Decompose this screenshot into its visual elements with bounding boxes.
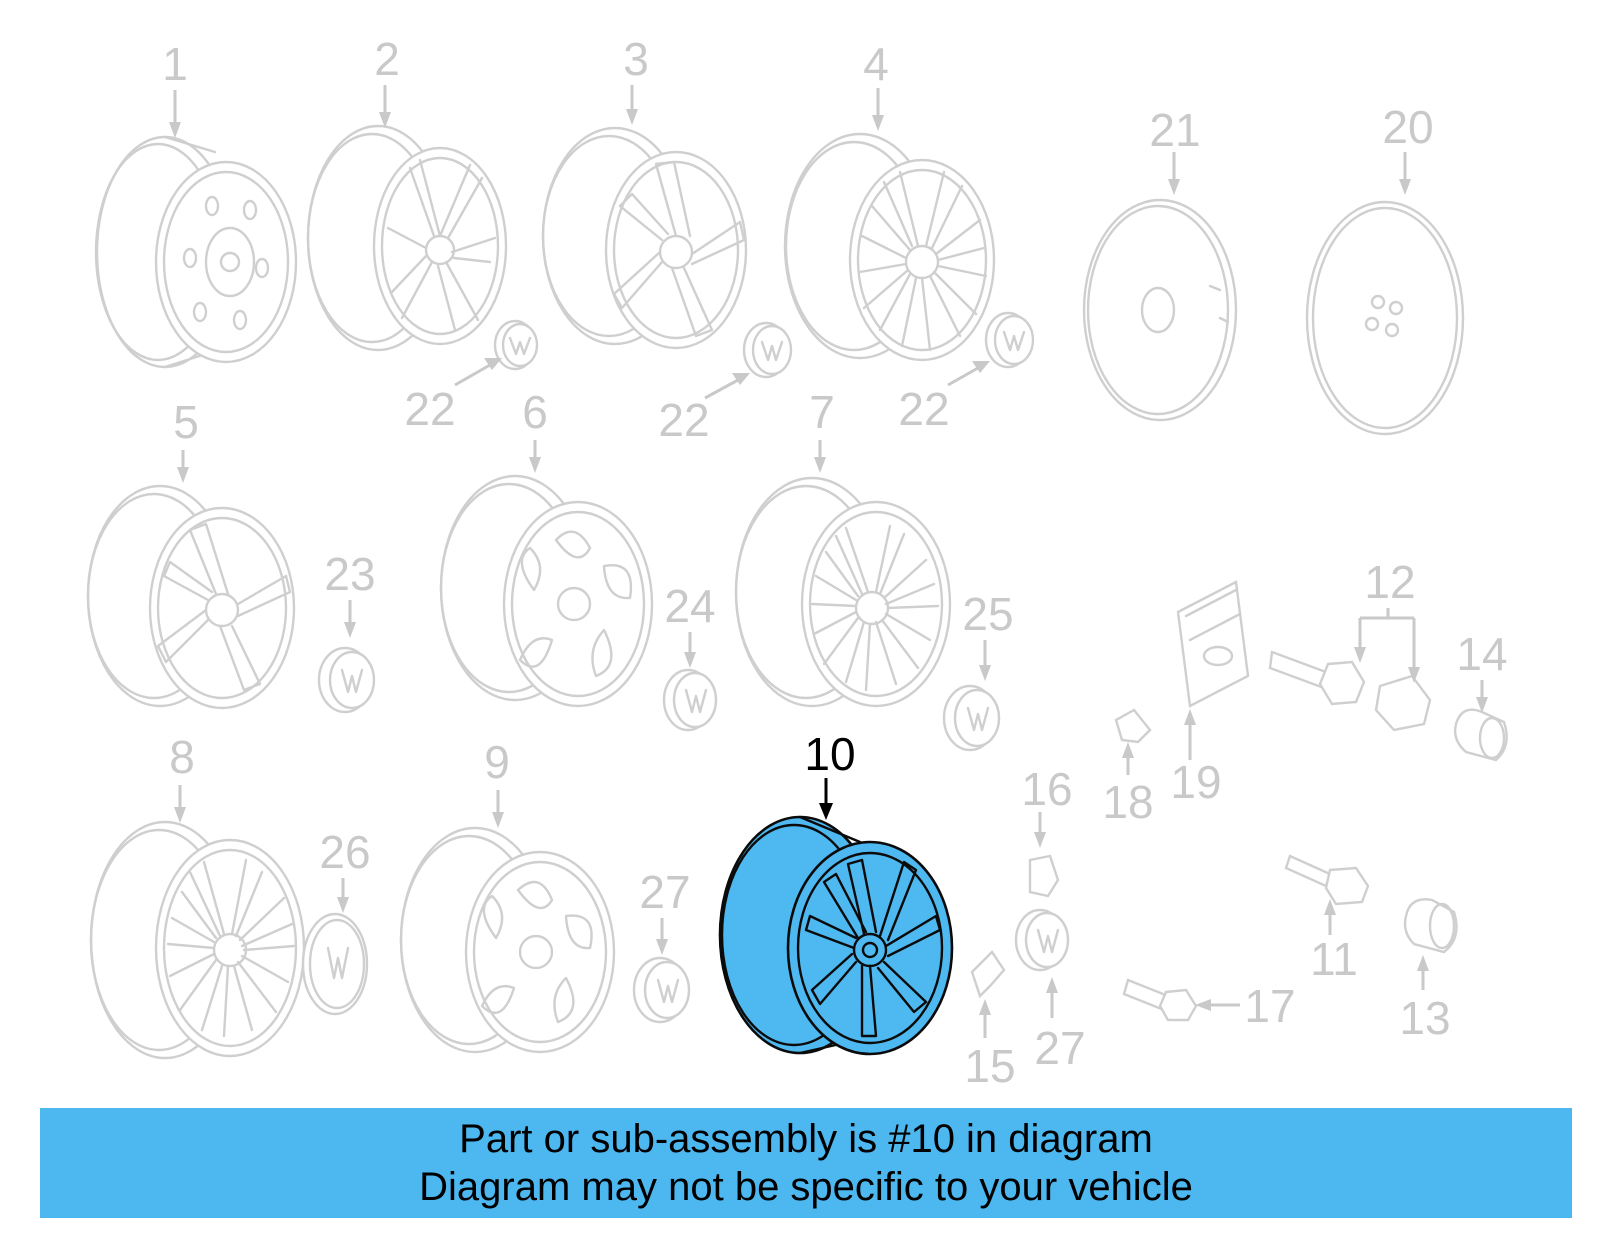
callout-7[interactable]: 7: [809, 386, 835, 438]
callout-4[interactable]: 4: [863, 38, 889, 90]
wheel-3-drawing[interactable]: [541, 126, 748, 350]
part-12-valve-drawing[interactable]: [1268, 650, 1432, 732]
center-cap-22-c[interactable]: [984, 311, 1035, 369]
callout-1[interactable]: 1: [162, 38, 188, 90]
callout-22-b[interactable]: 22: [658, 394, 709, 446]
callout-21[interactable]: 21: [1149, 104, 1200, 156]
callout-3[interactable]: 3: [623, 33, 649, 85]
callout-22-a[interactable]: 22: [404, 383, 455, 435]
callout-14[interactable]: 14: [1456, 628, 1507, 680]
part-11-drawing[interactable]: [1284, 854, 1370, 906]
callout-24[interactable]: 24: [664, 580, 715, 632]
wheel-4-drawing[interactable]: [783, 132, 996, 362]
center-cap-22-b[interactable]: [742, 321, 793, 379]
center-cap-23[interactable]: [317, 646, 376, 714]
callout-18[interactable]: 18: [1102, 776, 1153, 828]
callout-5[interactable]: 5: [173, 396, 199, 448]
callout-19[interactable]: 19: [1170, 756, 1221, 808]
center-cap-24[interactable]: [662, 668, 718, 732]
wheel-8-drawing[interactable]: [89, 820, 306, 1060]
callout-17[interactable]: 17: [1244, 980, 1295, 1032]
callout-27-a[interactable]: 27: [639, 866, 690, 918]
wheel-6-drawing[interactable]: [439, 474, 654, 708]
callout-16[interactable]: 16: [1021, 763, 1072, 815]
callout-13[interactable]: 13: [1399, 992, 1450, 1044]
wheel-10-highlighted-drawing[interactable]: [718, 815, 954, 1056]
callout-12[interactable]: 12: [1364, 556, 1415, 608]
callout-15[interactable]: 15: [964, 1040, 1015, 1092]
part-18-drawing[interactable]: [1114, 708, 1152, 744]
wheel-9-drawing[interactable]: [399, 826, 616, 1054]
wheel-1-drawing[interactable]: [94, 135, 298, 369]
banner-line-2: Diagram may not be specific to your vehi…: [419, 1165, 1193, 1209]
part-14-drawing[interactable]: [1453, 708, 1508, 762]
center-cap-27-a[interactable]: [632, 956, 691, 1024]
callout-8[interactable]: 8: [169, 731, 195, 783]
wheel-5-drawing[interactable]: [86, 484, 296, 710]
leader-lines: [169, 85, 1488, 1038]
center-cap-25[interactable]: [942, 684, 1001, 752]
banner-line-1: Part or sub-assembly is #10 in diagram: [459, 1117, 1153, 1161]
callout-26[interactable]: 26: [319, 826, 370, 878]
center-cap-26[interactable]: [301, 912, 369, 1016]
hub-cover-21-drawing[interactable]: [1082, 198, 1238, 422]
part-19-drawing[interactable]: [1176, 580, 1250, 708]
center-cap-27-b[interactable]: [1014, 908, 1070, 972]
wheel-7-drawing[interactable]: [734, 476, 952, 708]
part-13-drawing[interactable]: [1403, 898, 1458, 954]
callout-labels: 1 2 3 4 5 6 7 8 9 10 11 12 13 14 15 16 1…: [162, 33, 1507, 1092]
info-banner: Part or sub-assembly is #10 in diagram D…: [40, 1108, 1572, 1218]
part-15-drawing[interactable]: [970, 950, 1006, 999]
part-17-drawing[interactable]: [1122, 978, 1198, 1022]
part-16-drawing[interactable]: [1028, 854, 1060, 898]
callout-23[interactable]: 23: [324, 548, 375, 600]
callout-2[interactable]: 2: [374, 33, 400, 85]
callout-20[interactable]: 20: [1382, 101, 1433, 153]
wheel-2-drawing[interactable]: [306, 124, 508, 352]
center-cap-22-a[interactable]: [493, 319, 539, 371]
callout-22-c[interactable]: 22: [898, 383, 949, 435]
callout-25[interactable]: 25: [962, 588, 1013, 640]
callout-27-b[interactable]: 27: [1034, 1022, 1085, 1074]
callout-6[interactable]: 6: [522, 386, 548, 438]
callout-10[interactable]: 10: [804, 728, 855, 780]
callout-9[interactable]: 9: [484, 736, 510, 788]
callout-11[interactable]: 11: [1310, 933, 1358, 985]
hub-cover-20-drawing[interactable]: [1305, 200, 1465, 436]
